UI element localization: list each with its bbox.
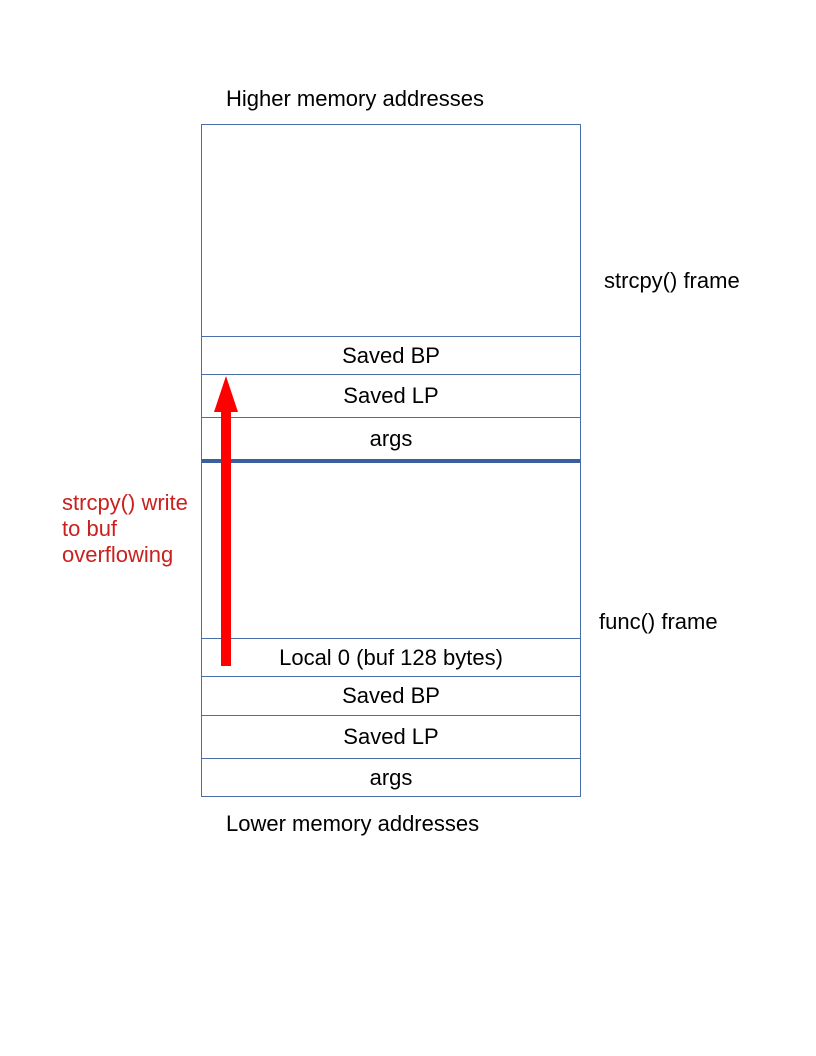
cell-divider [202,417,580,418]
func-frame-empty-region [202,463,580,638]
strcpy-frame-empty-region [202,125,580,336]
func-local0-buf-cell: Local 0 (buf 128 bytes) [279,644,503,670]
strcpy-frame-label: strcpy() frame [604,268,740,293]
arrow-head [214,376,238,412]
overflow-arrow-icon [214,376,238,666]
cell-divider [202,715,580,716]
arrow-shaft [221,408,231,666]
strcpy-saved-bp-cell: Saved BP [342,342,440,368]
func-args-cell: args [369,764,413,790]
overflow-note: strcpy() write to buf overflowing [62,490,188,567]
stack-diagram: Saved BP Saved LP args Local 0 (buf 128 … [201,124,581,797]
func-saved-lp-cell: Saved LP [343,724,439,749]
strcpy-args-cell: args [369,425,413,451]
func-frame-label: func() frame [599,609,718,634]
cell-divider [202,336,580,337]
strcpy-saved-lp-cell: Saved LP [343,383,439,408]
cell-divider [202,638,580,639]
lower-addresses-label: Lower memory addresses [226,811,480,836]
cell-divider [202,374,580,375]
func-saved-bp-cell: Saved BP [342,683,440,708]
frame-boundary-line [202,459,580,463]
cell-divider [202,676,580,677]
cell-divider [202,758,580,759]
higher-addresses-label: Higher memory addresses [226,86,484,111]
